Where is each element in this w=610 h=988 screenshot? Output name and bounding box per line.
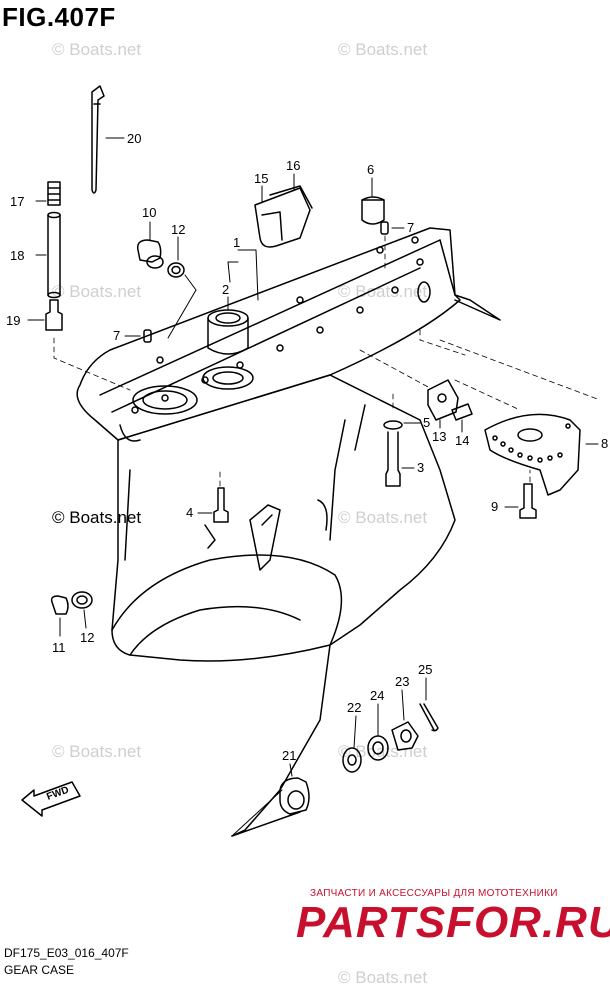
watermark: © Boats.net — [338, 40, 428, 59]
figure-caption: GEAR CASE — [4, 963, 75, 977]
anode-holes — [492, 423, 571, 463]
watermark-dark: © Boats.net — [52, 508, 142, 527]
callout-17: 17 — [10, 194, 24, 209]
figure-title: FIG.407F — [2, 2, 116, 32]
callout-4: 4 — [186, 505, 193, 520]
part-24-washer — [367, 735, 389, 761]
bore-medium — [202, 366, 254, 390]
part-7-pin — [380, 221, 389, 235]
part-16-plate — [269, 185, 313, 209]
part-20-cable-tie — [91, 85, 105, 194]
callout-19: 19 — [6, 313, 20, 328]
watermark: © Boats.net — [338, 968, 428, 987]
callout-3: 3 — [417, 460, 424, 475]
callout-5: 5 — [423, 415, 430, 430]
watermark: © Boats.net — [52, 40, 142, 59]
part-23-nut — [391, 721, 419, 751]
partsfor-logo: PARTSFOR.RU — [296, 898, 610, 947]
bore-large — [132, 385, 198, 415]
part-12-washer-lower — [71, 591, 93, 609]
callout-25: 25 — [418, 662, 432, 677]
part-7-pin — [143, 329, 152, 343]
callout-2: 2 — [222, 282, 229, 297]
callout-22: 22 — [347, 700, 361, 715]
fwd-arrow — [21, 781, 81, 817]
part-14-bolt — [451, 403, 473, 421]
callout-16: 16 — [286, 158, 300, 173]
callout-20: 20 — [127, 131, 141, 146]
part-18-tube — [47, 214, 61, 296]
gear-case-torpedo — [111, 554, 343, 646]
callout-7: 7 — [113, 328, 120, 343]
part-21-bushing — [279, 777, 310, 815]
callout-15: 15 — [254, 171, 268, 186]
watermark: © Boats.net — [52, 282, 142, 301]
part-12-washer — [167, 262, 185, 278]
fwd-label: FWD — [45, 785, 70, 803]
part-3-bolt — [385, 431, 401, 487]
callout-12: 12 — [171, 222, 185, 237]
callout-10: 10 — [142, 205, 156, 220]
watermark: © Boats.net — [52, 742, 142, 761]
part-25-cotter-pin — [419, 703, 439, 732]
part-4-bolt — [213, 487, 229, 523]
callout-14: 14 — [455, 433, 469, 448]
callout-23: 23 — [395, 674, 409, 689]
watermark: © Boats.net — [338, 508, 428, 527]
part-15-bracket — [254, 187, 311, 248]
part-5-washer — [383, 420, 403, 430]
part-13-block — [427, 379, 459, 421]
callout-7-right: 7 — [407, 220, 414, 235]
callout-9: 9 — [491, 499, 498, 514]
callout-1: 1 — [233, 235, 240, 250]
callout-13: 13 — [432, 429, 446, 444]
part-19 — [45, 299, 63, 331]
part-6-mount — [361, 199, 385, 225]
drive-shaft-housing — [207, 317, 249, 355]
part-9-bolt — [519, 483, 537, 519]
callout-12-lower: 12 — [80, 630, 94, 645]
anti-ventilation-plate — [76, 227, 461, 441]
callout-18: 18 — [10, 248, 24, 263]
callout-6: 6 — [367, 162, 374, 177]
part-8-anode — [484, 413, 581, 496]
gear-case-body — [111, 374, 456, 662]
part-11-plug — [50, 595, 69, 615]
part-22-washer — [342, 747, 362, 773]
callout-21: 21 — [282, 748, 296, 763]
callout-numbers: 1 2 3 4 5 6 7 7 8 9 10 11 12 12 13 14 15… — [6, 131, 608, 763]
callout-24: 24 — [370, 688, 384, 703]
partsfor-tagline: ЗАПЧАСТИ И АКСЕССУАРЫ ДЛЯ МОТОТЕХНИКИ — [310, 888, 558, 899]
trim-tab-mount — [439, 239, 501, 321]
figure-code: DF175_E03_016_407F — [4, 946, 129, 960]
part-17 — [47, 181, 61, 206]
callout-8: 8 — [601, 436, 608, 451]
callout-11: 11 — [52, 640, 66, 655]
